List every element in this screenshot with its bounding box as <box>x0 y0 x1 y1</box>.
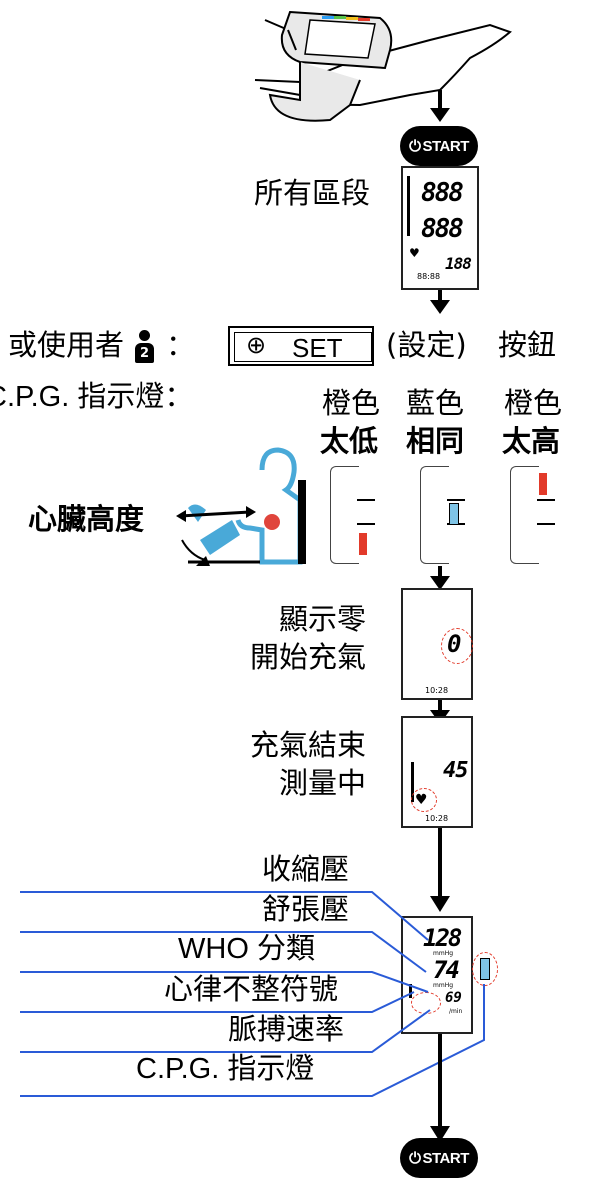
lcd-measuring: 45 ♥ 10:28 <box>401 716 473 828</box>
pulse-label: 脈搏速率 <box>228 1012 345 1046</box>
clock-user-icon: ⊕ <box>246 331 267 359</box>
colon-label: ： <box>166 328 196 362</box>
blue-led-same <box>449 503 459 525</box>
set-paren-label: (設定) <box>386 328 467 362</box>
set-button[interactable]: ⊕ SET <box>228 326 374 366</box>
heart-icon: ♥ <box>409 246 420 260</box>
power-icon: ⏻ <box>409 137 421 155</box>
arrow-down-icon <box>430 290 450 314</box>
flow-line-mid <box>438 828 442 898</box>
inflate-end-label-1: 充氣結束 <box>249 728 366 762</box>
start-button-top[interactable]: ⏻START <box>400 126 478 166</box>
lcd-result: 128 mmHg 74 mmHg 69 /min <box>401 916 473 1034</box>
inflate-end-label-2: 測量中 <box>278 766 366 800</box>
arrow-down-icon <box>430 1126 450 1142</box>
cpg-panel-same <box>420 466 465 564</box>
power-icon: ⏻ <box>409 1149 421 1167</box>
arrhythmia-label: 心律不整符號 <box>164 972 339 1006</box>
cpg-label: C.P.G. 指示燈 <box>136 1053 315 1085</box>
cpg-col2-color: 藍色 <box>406 386 465 420</box>
orange-led-low <box>359 533 367 555</box>
arrow-down-icon <box>430 896 450 912</box>
all-segments-label: 所有區段 <box>253 176 370 210</box>
cpg-col1-color: 橙色 <box>322 386 381 420</box>
arrow-down-icon <box>430 566 450 590</box>
cpg-col1-state: 太低 <box>320 424 379 458</box>
lcd-all-segments: 888 888 188 88:88 ♥ <box>401 166 479 290</box>
who-label: WHO 分類 <box>178 933 315 965</box>
lcd-zero: 0 10:28 <box>401 588 473 700</box>
cpg-panel-high <box>510 466 555 564</box>
cpg-col2-state: 相同 <box>406 424 465 458</box>
button-word-label: 按鈕 <box>498 328 557 362</box>
systolic-label: 收縮壓 <box>262 852 350 886</box>
heart-height-label: 心臟高度 <box>28 502 145 536</box>
start-button-bottom[interactable]: ⏻START <box>400 1138 478 1178</box>
cpg-title: C.P.G. 指示燈： <box>0 381 194 413</box>
orange-led-high <box>539 473 547 495</box>
flow-line-bottom <box>438 1034 442 1130</box>
user-2-icon: 2 <box>133 330 155 364</box>
or-user-label: 或使用者 <box>8 328 125 362</box>
display-zero-label-1: 顯示零 <box>278 602 366 636</box>
cpg-panel-low <box>330 466 375 564</box>
diastolic-label: 舒張壓 <box>262 892 350 926</box>
display-zero-label-2: 開始充氣 <box>249 640 366 674</box>
cpg-col3-color: 橙色 <box>504 386 563 420</box>
cpg-col3-state: 太高 <box>502 424 561 458</box>
